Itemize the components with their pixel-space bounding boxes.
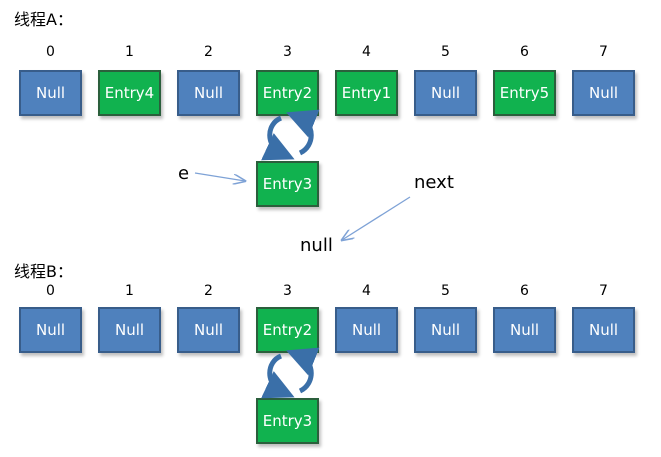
- thread-b-bucket-4: Null: [335, 307, 398, 353]
- thread-a-bucket-6: Entry5: [493, 70, 556, 116]
- thread-b-bucket-0: Null: [19, 307, 82, 353]
- thread-b-bucket-1: Null: [98, 307, 161, 353]
- thread-b-index-2: 2: [204, 283, 213, 299]
- thread-b-bucket-2: Null: [177, 307, 240, 353]
- thread-b-index-1: 1: [125, 283, 134, 299]
- thread-b-bucket-5: Null: [414, 307, 477, 353]
- thread-a-bucket-4: Entry1: [335, 70, 398, 116]
- thread-a-index-1: 1: [125, 44, 134, 60]
- thread-a-index-3: 3: [283, 44, 292, 60]
- e-pointer-label: e: [178, 163, 190, 184]
- null-label: null: [300, 235, 333, 256]
- thread-a-index-0: 0: [46, 44, 55, 60]
- thread-a-bucket-0: Null: [19, 70, 82, 116]
- thread-a-index-7: 7: [599, 44, 608, 60]
- thread-a-bucket-7: Null: [572, 70, 635, 116]
- thread-b-index-4: 4: [362, 283, 371, 299]
- thread-a-bucket-5: Null: [414, 70, 477, 116]
- thread-b-index-3: 3: [283, 283, 292, 299]
- thread-a-cycle-icon: [261, 109, 320, 161]
- thread-b-title: 线程B：: [14, 262, 73, 281]
- thread-b-chained-entry: Entry3: [256, 398, 319, 444]
- thread-a-index-2: 2: [204, 44, 213, 60]
- e-arrow: [194, 172, 245, 181]
- thread-b-index-6: 6: [520, 283, 529, 299]
- thread-a-chained-entry: Entry3: [256, 161, 319, 207]
- thread-b-bucket-7: Null: [572, 307, 635, 353]
- thread-b-index-7: 7: [599, 283, 608, 299]
- thread-a-index-4: 4: [362, 44, 371, 60]
- thread-b-bucket-6: Null: [493, 307, 556, 353]
- thread-a-index-6: 6: [520, 44, 529, 60]
- next-arrow: [342, 196, 411, 240]
- thread-a-index-5: 5: [441, 44, 450, 60]
- thread-b-index-5: 5: [441, 283, 450, 299]
- thread-b-index-0: 0: [46, 283, 55, 299]
- next-pointer-label: next: [414, 172, 454, 193]
- thread-a-bucket-2: Null: [177, 70, 240, 116]
- thread-a-title: 线程A：: [14, 10, 73, 29]
- thread-a-bucket-1: Entry4: [98, 70, 161, 116]
- thread-b-cycle-icon: [261, 347, 320, 399]
